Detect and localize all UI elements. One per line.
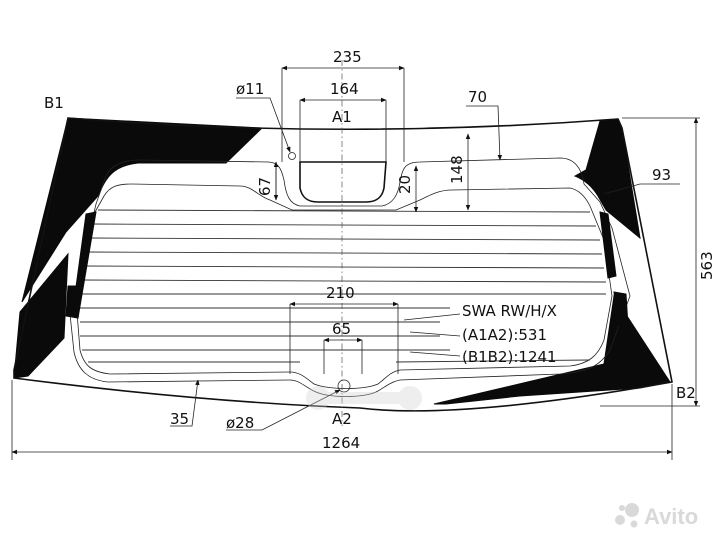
dim-hole-large: ø28 [226,414,254,432]
large-hole-marker [337,379,351,393]
avito-watermark: Avito [615,503,698,529]
spec-b1b2: (B1B2):1241 [462,348,557,366]
dim-corner-offset: 93 [652,166,671,184]
dim-frame-height: 148 [448,155,466,184]
inner-frit-boundary [69,157,631,397]
dim-frame-width: 164 [330,80,359,98]
bus-bars [65,211,629,327]
dim-bottom-width: 210 [326,284,355,302]
heated-area-outline [75,183,613,389]
point-b2: B2 [676,384,696,402]
brake-light-cutout [299,161,387,203]
glass-outline [13,117,673,412]
heating-lines [80,209,607,363]
avito-text: Avito [644,504,698,529]
dim-top-width: 235 [333,48,362,66]
dim-edge-offset: 35 [170,410,189,428]
center-watermark-icon [306,386,422,410]
avito-dots-icon [615,503,639,528]
small-hole-marker [288,152,296,160]
spec-code: SWA RW/H/X [462,302,557,320]
dim-frame-gap: 20 [396,175,414,194]
dim-frame-side: 67 [256,177,274,196]
point-a2: A2 [332,410,352,428]
dim-total-width: 1264 [322,434,360,452]
dim-hole-small: ø11 [236,80,264,98]
point-b1: B1 [44,94,64,112]
ceramic-frit [13,117,671,405]
dim-total-height: 563 [698,251,716,280]
spec-a1a2: (A1A2):531 [462,326,547,344]
point-a1: A1 [332,108,352,126]
dim-seal-offset: 70 [468,88,487,106]
dimension-lines [11,65,700,460]
dim-bottom-notch: 65 [332,320,351,338]
